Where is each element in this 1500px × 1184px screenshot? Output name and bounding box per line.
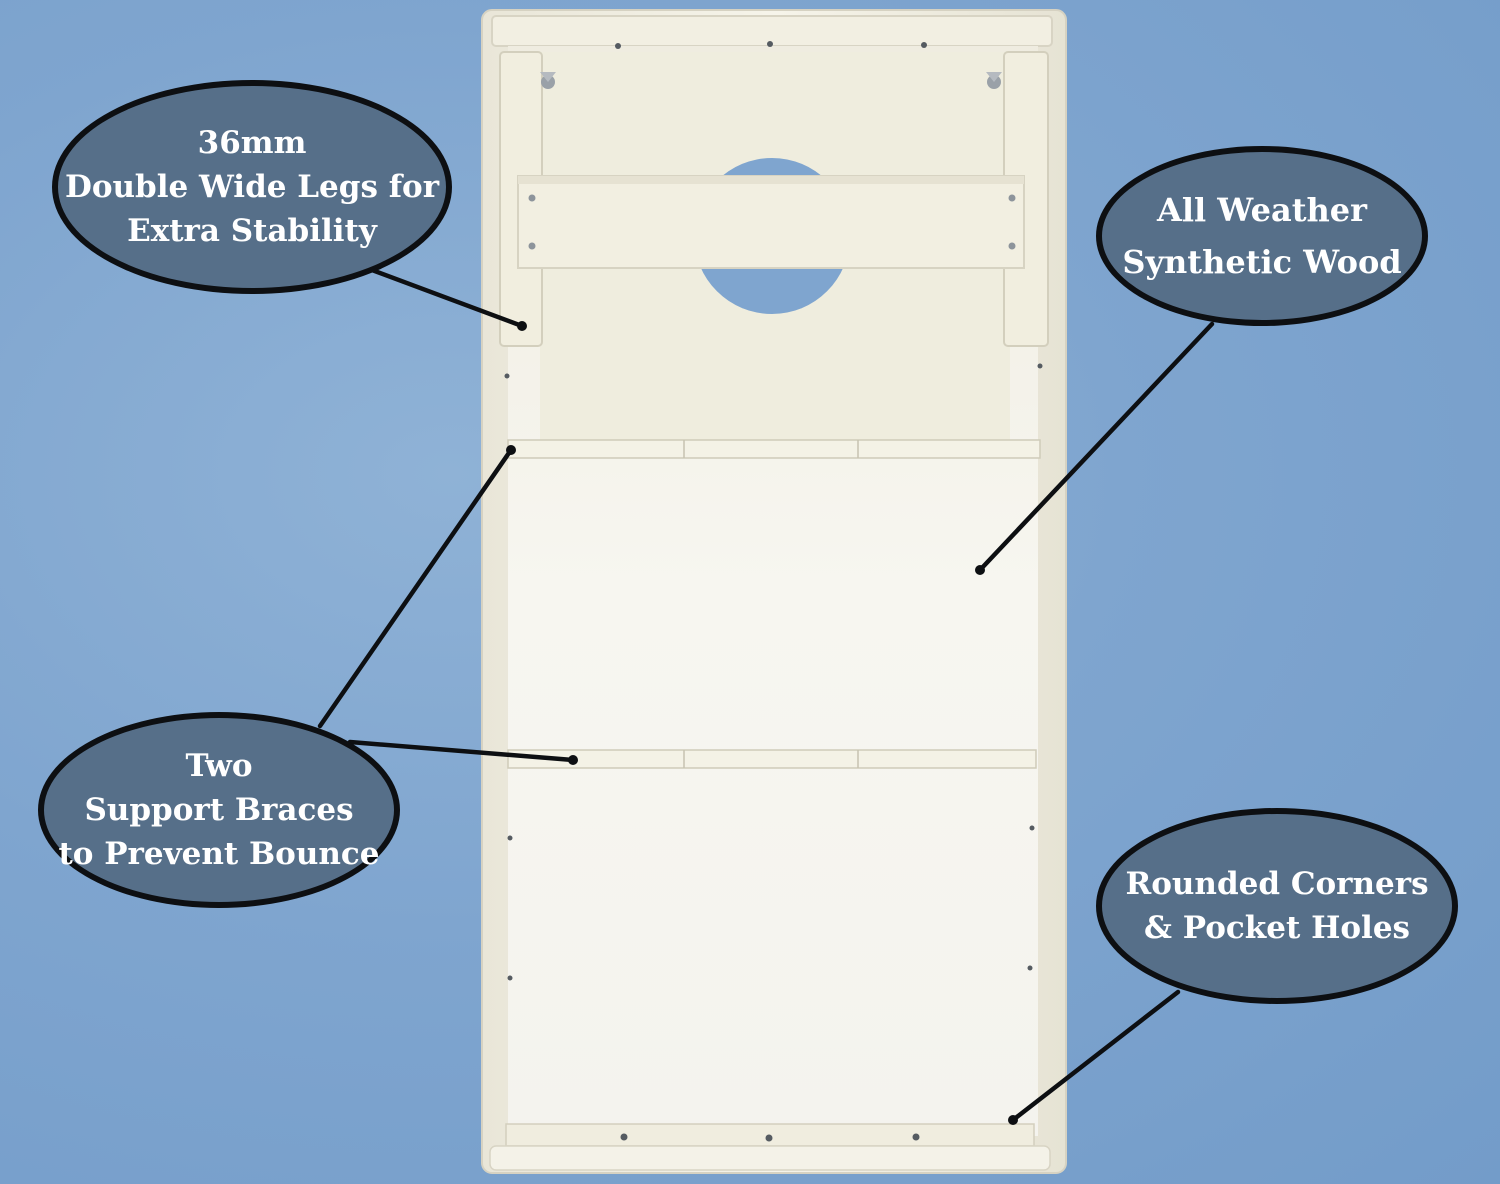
pointer-brace-lower xyxy=(347,739,576,763)
support-brace-lower xyxy=(507,749,1037,769)
callout-rounded-corners: Rounded Corners & Pocket Holes xyxy=(1096,808,1458,1004)
pointer-lines xyxy=(317,267,1215,1123)
callout-wood-line2: Synthetic Wood xyxy=(1122,243,1402,281)
pointer-legs xyxy=(369,267,525,329)
callout-braces-line3: to Prevent Bounce xyxy=(58,836,380,872)
callout-synthetic-wood: All Weather Synthetic Wood xyxy=(1096,146,1428,326)
pointer-brace-upper xyxy=(317,447,514,729)
callout-legs-line1: 36mm xyxy=(197,125,307,161)
wing-nut-left xyxy=(540,72,556,89)
pointer-corners xyxy=(1010,989,1181,1123)
callout-legs-line3: Extra Stability xyxy=(127,213,377,249)
support-brace-upper xyxy=(507,439,1041,459)
callout-braces-line2: Support Braces xyxy=(84,792,354,828)
callout-legs-line2: Double Wide Legs for xyxy=(64,169,440,205)
leg-crossbar xyxy=(517,175,1025,269)
callout-corners-line2: & Pocket Holes xyxy=(1143,910,1411,946)
pointer-wood xyxy=(977,321,1215,573)
callout-braces-line1: Two xyxy=(185,748,253,784)
top-rail xyxy=(491,15,1053,47)
callout-wood-line1: All Weather xyxy=(1157,191,1367,229)
wing-nut-right xyxy=(986,72,1002,89)
callout-corners-line1: Rounded Corners xyxy=(1125,866,1429,902)
callout-double-wide-legs: 36mm Double Wide Legs for Extra Stabilit… xyxy=(52,80,452,294)
callout-support-braces: Two Support Braces to Prevent Bounce xyxy=(38,712,400,908)
